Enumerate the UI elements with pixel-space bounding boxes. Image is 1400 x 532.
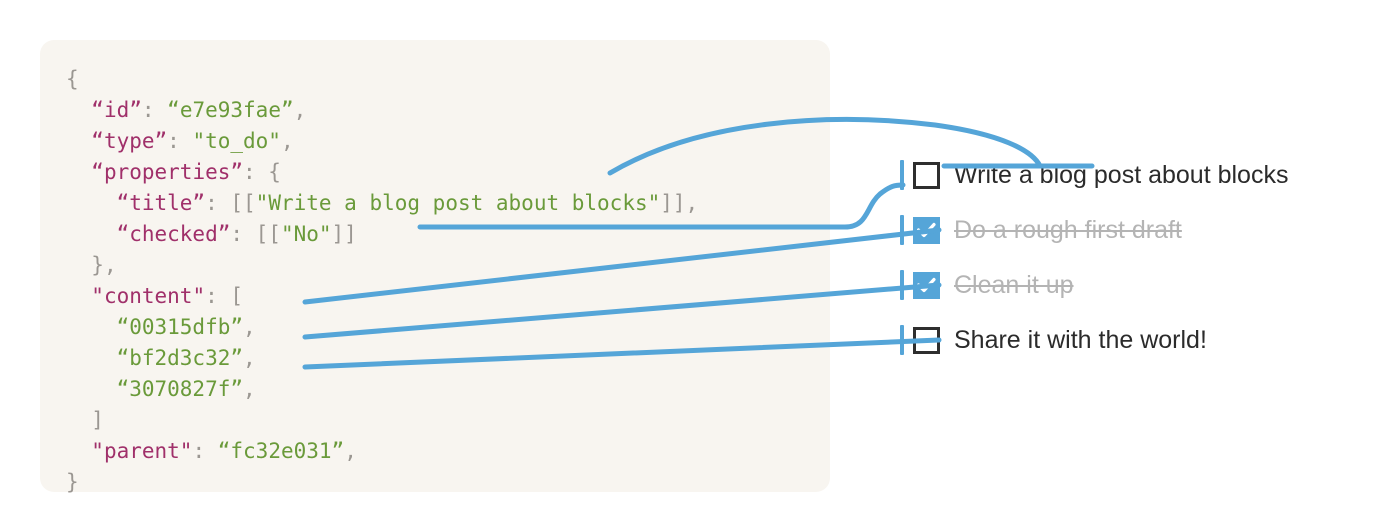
code-token-punct: , (344, 439, 357, 463)
connector-endpoint-tick-3 (900, 325, 904, 355)
code-token-key: "content" (91, 284, 206, 308)
code-token-key: “checked” (116, 222, 231, 246)
code-token-str: “bf2d3c32” (116, 346, 244, 370)
code-token-key: "parent" (91, 439, 193, 463)
code-token-punct: , (243, 377, 256, 401)
code-token-str: “00315dfb” (116, 315, 244, 339)
code-token-str: "to_do" (192, 129, 281, 153)
code-token-str: “e7e93fae” (167, 98, 294, 122)
todo-row-3[interactable]: Share it with the world! (900, 320, 1207, 360)
code-token-punct: : [ (205, 284, 244, 308)
todo-label-1: Do a rough first draft (954, 215, 1182, 244)
code-token-punct: : [[ (205, 191, 256, 215)
check-icon (917, 277, 936, 292)
code-token-key: “properties” (91, 160, 244, 184)
check-icon (917, 222, 936, 237)
code-token-str: “3070827f” (116, 377, 244, 401)
code-token-punct: : (141, 98, 168, 122)
code-token-punct: } (66, 470, 79, 494)
code-token-punct: ]] (331, 222, 357, 246)
code-token-str: “fc32e031” (217, 439, 345, 463)
json-code-text: { “id”: “e7e93fae”, “type”: "to_do", “pr… (66, 64, 698, 498)
code-token-punct: , (280, 129, 294, 153)
code-token-punct: }, (91, 253, 117, 277)
code-token-punct: : (192, 439, 218, 463)
code-token-punct: , (243, 346, 256, 370)
todo-checkbox-2[interactable] (913, 271, 940, 299)
todo-row-1[interactable]: Do a rough first draft (900, 210, 1182, 250)
todo-row-0[interactable]: Write a blog post about blocks (900, 155, 1288, 195)
code-token-punct: ]], (660, 191, 699, 215)
code-token-punct: : { (243, 160, 281, 184)
todo-label-0: Write a blog post about blocks (954, 160, 1289, 189)
todo-checkbox-3[interactable] (913, 326, 940, 354)
code-token-key: “id” (91, 98, 142, 122)
code-token-punct: { (66, 67, 79, 91)
code-token-key: “title” (116, 191, 206, 215)
todo-checkbox-1[interactable] (913, 216, 940, 244)
todo-checkbox-0[interactable] (913, 161, 940, 189)
code-token-punct: ] (91, 408, 104, 432)
code-token-punct: : (167, 129, 193, 153)
connector-endpoint-tick-2 (900, 270, 904, 300)
todo-row-2[interactable]: Clean it up (900, 265, 1074, 305)
code-token-punct: , (293, 98, 307, 122)
todo-label-2: Clean it up (954, 270, 1074, 299)
code-token-key: “type” (91, 129, 168, 153)
code-token-punct: , (243, 315, 256, 339)
code-token-punct: : [[ (230, 222, 281, 246)
connector-endpoint-tick-1 (900, 215, 904, 245)
code-token-str: "No" (280, 222, 332, 246)
todo-label-3: Share it with the world! (954, 325, 1207, 354)
code-token-str: "Write a blog post about blocks" (255, 191, 661, 215)
json-code-panel: { “id”: “e7e93fae”, “type”: "to_do", “pr… (40, 40, 830, 494)
connector-endpoint-tick-0 (900, 160, 904, 190)
